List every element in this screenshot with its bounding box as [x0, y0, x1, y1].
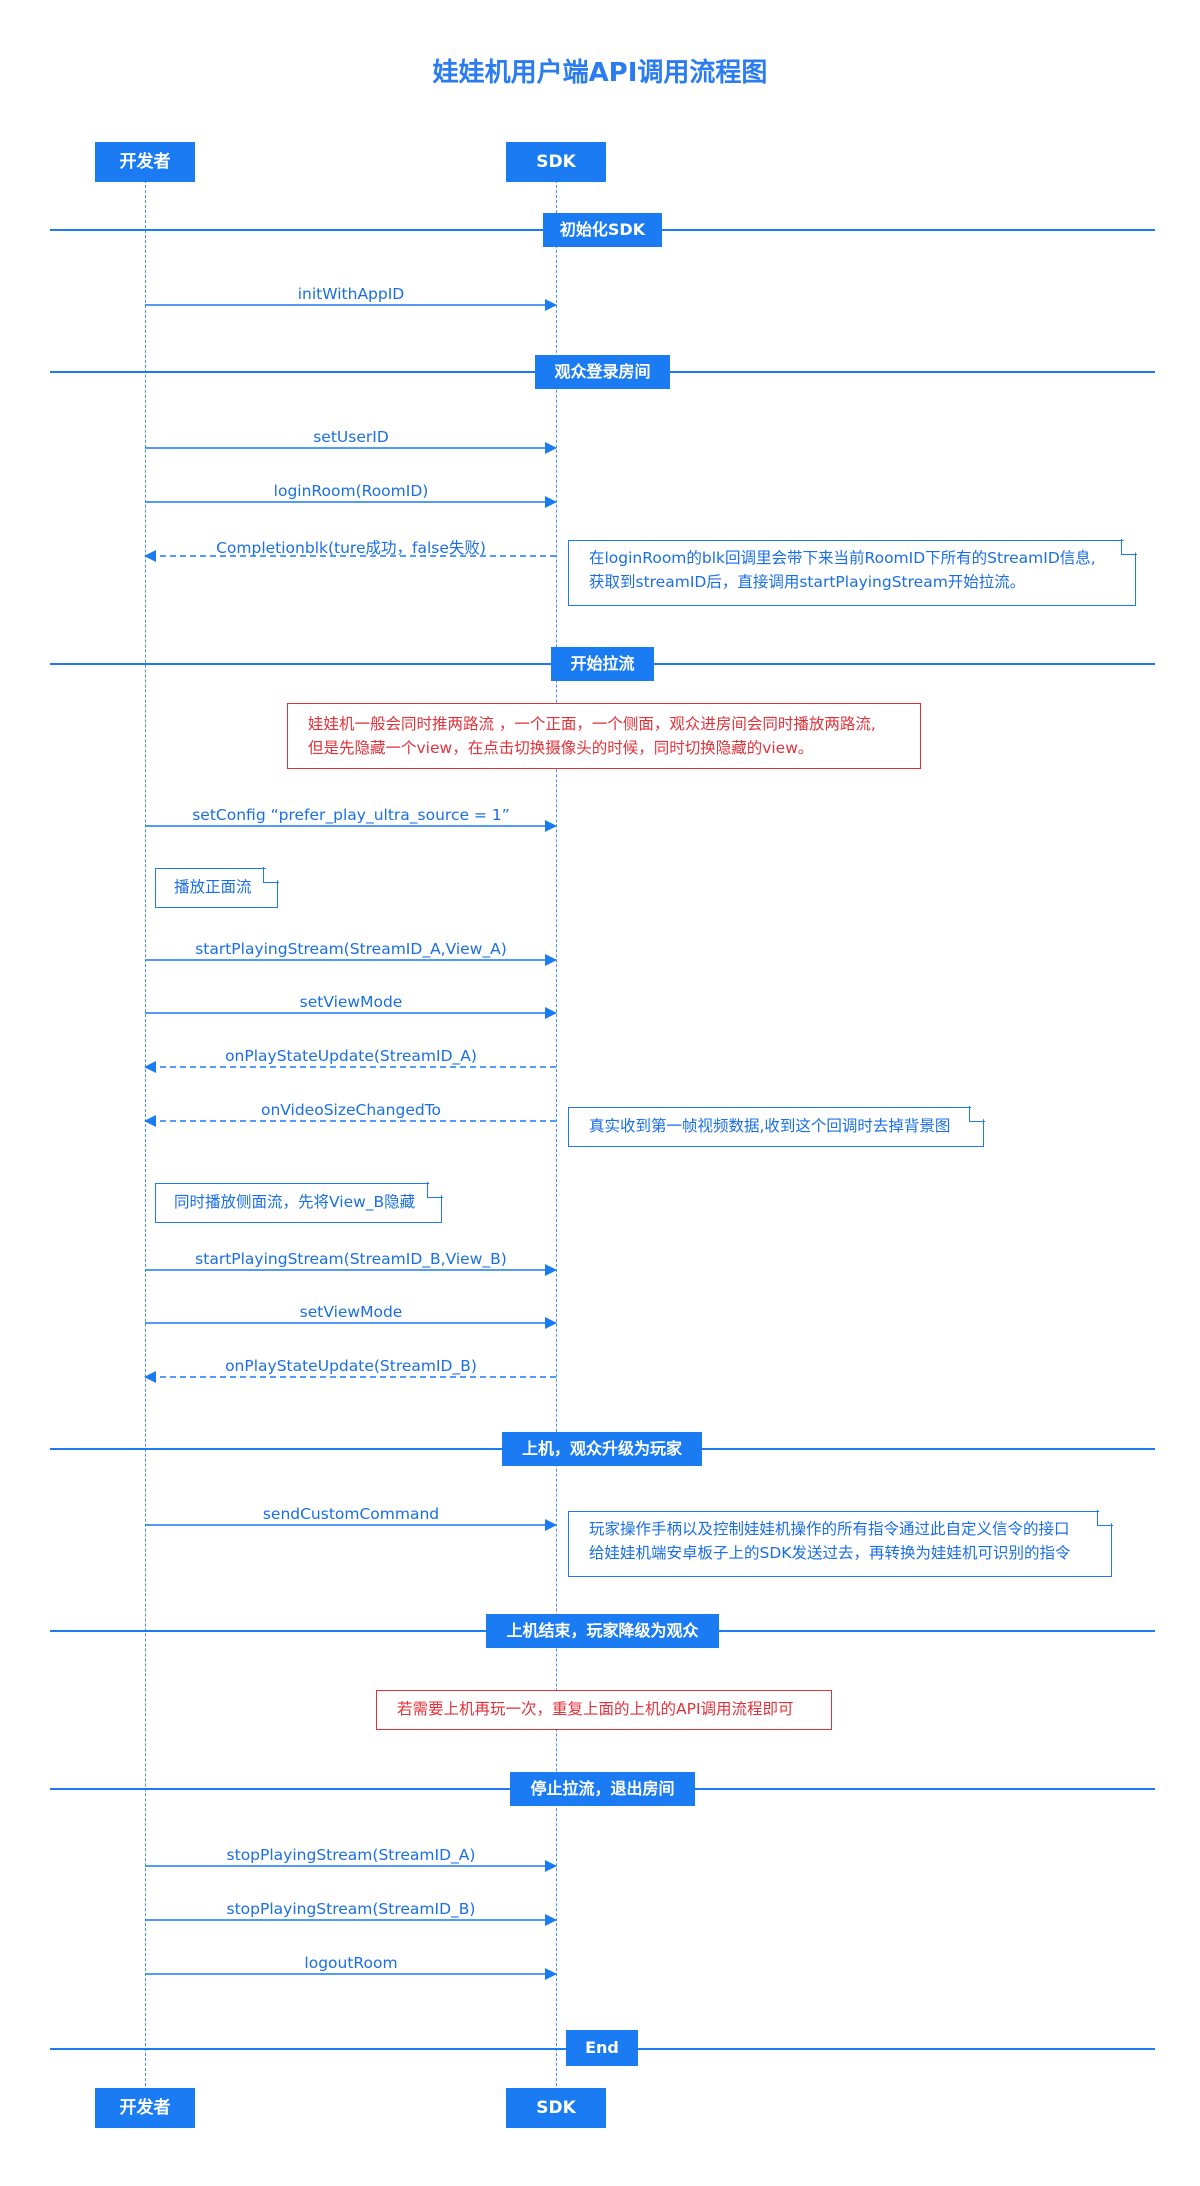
section-stop: 停止拉流，退出房间 [510, 1772, 695, 1806]
custom-command-note-line-2: 给娃娃机端安卓板子上的SDK发送过去，再转换为娃娃机可识别的指令 [589, 1544, 1071, 1562]
first-frame-note: 真实收到第一帧视频数据,收到这个回调时去掉背景图 [568, 1106, 985, 1147]
message-label: initWithAppID [297, 285, 405, 303]
section-init: 初始化SDK [543, 213, 662, 247]
section-login: 观众登录房间 [535, 355, 670, 389]
message-label: Completionblk(ture成功，false失败) [216, 539, 486, 557]
message-label: onVideoSizeChangedTo [260, 1101, 442, 1119]
message-label: sendCustomCommand [262, 1505, 440, 1523]
message-label: onPlayStateUpdate(StreamID_B) [225, 1357, 477, 1375]
dual-stream-warning-line-2: 但是先隐藏一个view，在点击切换摄像头的时候，同时切换隐藏的view。 [308, 739, 814, 757]
message-label: startPlayingStream(StreamID_B,View_B) [195, 1250, 507, 1268]
section-end-play: 上机结束，玩家降级为观众 [486, 1614, 719, 1648]
message-label: startPlayingStream(StreamID_A,View_A) [195, 940, 507, 958]
section-end: End [566, 2030, 638, 2066]
replay-warning: 若需要上机再玩一次，重复上面的上机的API调用流程即可 [376, 1690, 832, 1730]
message-label: setViewMode [299, 993, 403, 1011]
message-label: stopPlayingStream(StreamID_A) [226, 1846, 476, 1864]
sdk-lifeline [556, 180, 557, 2106]
message-label: setUserID [313, 428, 389, 446]
dual-stream-warning: 娃娃机一般会同时推两路流 ，一个正面，一个侧面，观众进房间会同时播放两路流, 但… [287, 703, 921, 769]
sdk-actor-bottom: SDK [506, 2088, 606, 2128]
diagram-title: 娃娃机用户端API调用流程图 [432, 58, 768, 88]
login-note-line-1: 在loginRoom的blk回调里会带下来当前RoomID下所有的StreamI… [589, 549, 1096, 567]
message-label: stopPlayingStream(StreamID_B) [226, 1900, 476, 1918]
front-stream-note: 播放正面流 [155, 867, 279, 908]
developer-actor-top: 开发者 [95, 142, 195, 182]
sdk-actor-top: SDK [506, 142, 606, 182]
developer-lifeline [145, 180, 146, 2106]
dual-stream-warning-line-1: 娃娃机一般会同时推两路流 ，一个正面，一个侧面，观众进房间会同时播放两路流, [308, 715, 876, 733]
section-play: 上机，观众升级为玩家 [502, 1432, 702, 1466]
message-label: loginRoom(RoomID) [273, 482, 429, 500]
custom-command-note-line-1: 玩家操作手柄以及控制娃娃机操作的所有指令通过此自定义信令的接口 [589, 1520, 1070, 1538]
developer-actor-bottom: 开发者 [95, 2088, 195, 2128]
login-note: 在loginRoom的blk回调里会带下来当前RoomID下所有的StreamI… [568, 539, 1137, 606]
login-note-line-2: 获取到streamID后，直接调用startPlayingStream开始拉流。 [589, 573, 1026, 591]
side-stream-note: 同时播放侧面流，先将View_B隐藏 [155, 1182, 443, 1223]
message-label: setConfig “prefer_play_ultra_source = 1” [192, 806, 510, 824]
custom-command-note: 玩家操作手柄以及控制娃娃机操作的所有指令通过此自定义信令的接口 给娃娃机端安卓板… [568, 1510, 1113, 1577]
section-pull: 开始拉流 [551, 647, 654, 681]
message-label: setViewMode [299, 1303, 403, 1321]
message-label: onPlayStateUpdate(StreamID_A) [225, 1047, 477, 1065]
message-label: logoutRoom [304, 1954, 398, 1972]
